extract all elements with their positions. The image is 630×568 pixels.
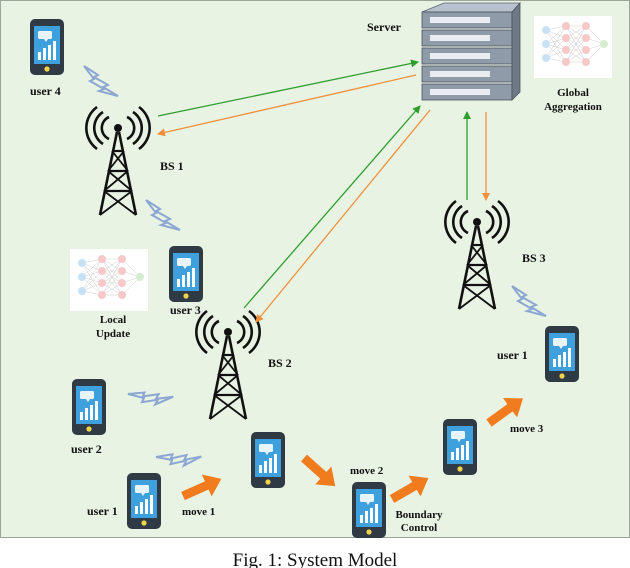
local-update-network-icon bbox=[69, 248, 149, 312]
boundary-control-label-line1: Boundary bbox=[395, 509, 443, 521]
bs1-label: BS 1 bbox=[160, 159, 184, 173]
global-aggregation-network-icon bbox=[533, 15, 613, 79]
user1-phone-icon bbox=[127, 473, 161, 529]
user3-label: user 3 bbox=[170, 303, 201, 317]
user4-label: user 4 bbox=[30, 84, 61, 98]
user3-phone-icon bbox=[169, 246, 203, 302]
move3-label: move 3 bbox=[510, 423, 544, 435]
move2-label: move 2 bbox=[350, 465, 384, 477]
user4-phone-icon bbox=[30, 19, 64, 75]
bs3-label: BS 3 bbox=[522, 251, 546, 265]
user2-label: user 2 bbox=[71, 442, 102, 456]
move1-label: move 1 bbox=[182, 506, 215, 518]
bs1-to-server-link bbox=[157, 59, 419, 117]
local-update-label-line2: Update bbox=[96, 328, 130, 340]
local-update-label-line1: Local bbox=[100, 314, 126, 326]
global-aggregation-label-line1: Global bbox=[557, 87, 589, 99]
bs2-label: BS 2 bbox=[268, 356, 292, 370]
boundary-control-label-line2: Control bbox=[401, 522, 437, 534]
user1-position4-phone-icon bbox=[443, 419, 477, 475]
figure-caption: Fig. 1: System Model bbox=[233, 550, 398, 568]
user1-destination-phone-icon bbox=[545, 326, 579, 382]
server-to-bs2-link bbox=[255, 109, 431, 323]
user2-phone-icon bbox=[72, 379, 106, 435]
bs2-to-server-link bbox=[243, 105, 421, 309]
user1-position2-phone-icon bbox=[251, 432, 285, 488]
global-aggregation-label-line2: Aggregation bbox=[544, 101, 602, 113]
server-to-bs1-link bbox=[157, 74, 417, 137]
user1-destination-label: user 1 bbox=[497, 348, 528, 362]
server-label: Server bbox=[367, 20, 402, 34]
user1-position3-phone-icon bbox=[352, 482, 386, 538]
user1-label: user 1 bbox=[87, 504, 118, 518]
server-icon bbox=[421, 1, 521, 101]
